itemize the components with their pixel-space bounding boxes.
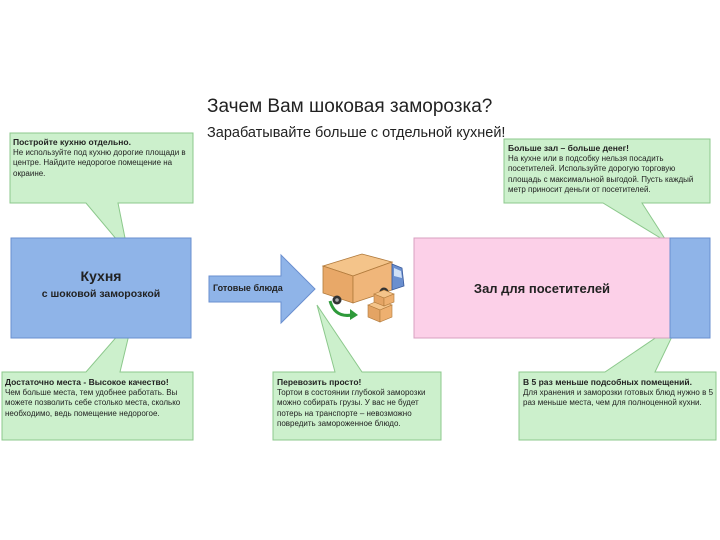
- callout-bottom-left-bubble: [1, 317, 194, 441]
- callout-top-left-bubble: [9, 132, 194, 254]
- callout-bottom-mid-text: Тортои в состоянии глубокой заморозки мо…: [277, 387, 426, 429]
- kitchen-block: [10, 237, 192, 339]
- callout-bottom-right-text: Для хранения и заморозки готовых блюд ну…: [523, 387, 713, 408]
- delivery-truck-icon: [321, 253, 405, 323]
- callout-bottom-left-heading: Достаточно места - Высокое качество!: [5, 377, 169, 387]
- callout-top-right-text: На кухне или в подсобку нельзя посадить …: [508, 153, 694, 195]
- kitchen-label: Кухня с шоковой заморозкой: [11, 268, 191, 300]
- callout-bottom-mid-bubble: [272, 304, 442, 441]
- callout-top-left: Постройте кухню отдельно. Не используйте…: [13, 137, 189, 201]
- arrow-label: Готовые блюда: [213, 283, 283, 293]
- hall-block: [413, 237, 671, 339]
- kitchen-subtitle: с шоковой заморозкой: [41, 288, 161, 300]
- callout-bottom-right-bubble: [518, 320, 717, 441]
- callout-top-left-text: Не используйте под кухню дорогие площади…: [13, 147, 186, 178]
- callout-bottom-mid: Перевозить просто! Тортои в состоянии гл…: [277, 377, 438, 437]
- callout-top-left-heading: Постройте кухню отдельно.: [13, 137, 131, 147]
- callout-bottom-mid-heading: Перевозить просто!: [277, 377, 362, 387]
- kitchen-title: Кухня: [80, 268, 122, 284]
- callout-top-right: Больше зал – больше денег! На кухне или …: [508, 143, 706, 201]
- callout-bottom-right: В 5 раз меньше подсобных помещений. Для …: [523, 377, 713, 437]
- dishes-arrow: [208, 253, 316, 325]
- callout-top-right-heading: Больше зал – больше денег!: [508, 143, 629, 153]
- hall-side-block: [669, 237, 711, 339]
- callout-bottom-right-heading: В 5 раз меньше подсобных помещений.: [523, 377, 692, 387]
- callout-top-right-bubble: [503, 138, 711, 243]
- callout-bottom-left-text: Чем больше места, тем удобнее работать. …: [5, 387, 181, 418]
- hall-label: Зал для посетителей: [473, 281, 611, 296]
- page-title: Зачем Вам шоковая заморозка?: [207, 96, 493, 117]
- callout-bottom-left: Достаточно места - Высокое качество! Чем…: [5, 377, 190, 437]
- page-subtitle: Зарабатывайте больше с отдельной кухней!: [207, 125, 506, 141]
